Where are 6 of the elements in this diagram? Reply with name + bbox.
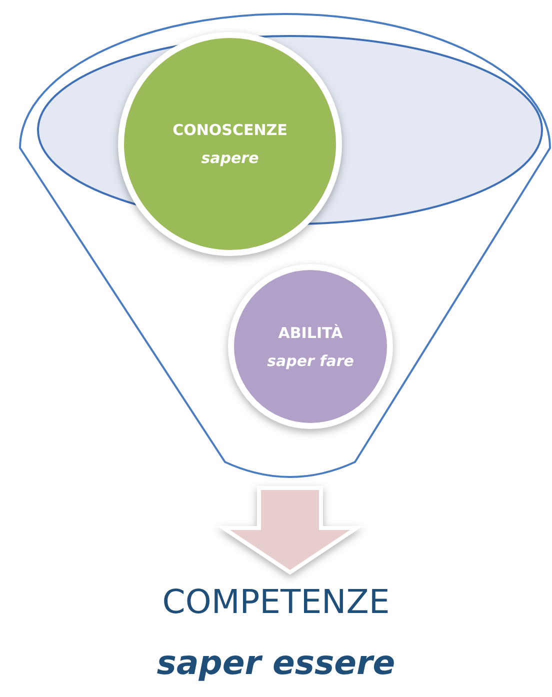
circle-title: CONOSCENZE: [172, 121, 288, 139]
circle-subtitle: saper fare: [267, 352, 354, 370]
circle-title: ABILITÀ: [278, 324, 343, 342]
subheading: saper essere: [156, 643, 396, 682]
heading: COMPETENZE: [162, 582, 390, 621]
circle-subtitle: sapere: [201, 149, 259, 167]
